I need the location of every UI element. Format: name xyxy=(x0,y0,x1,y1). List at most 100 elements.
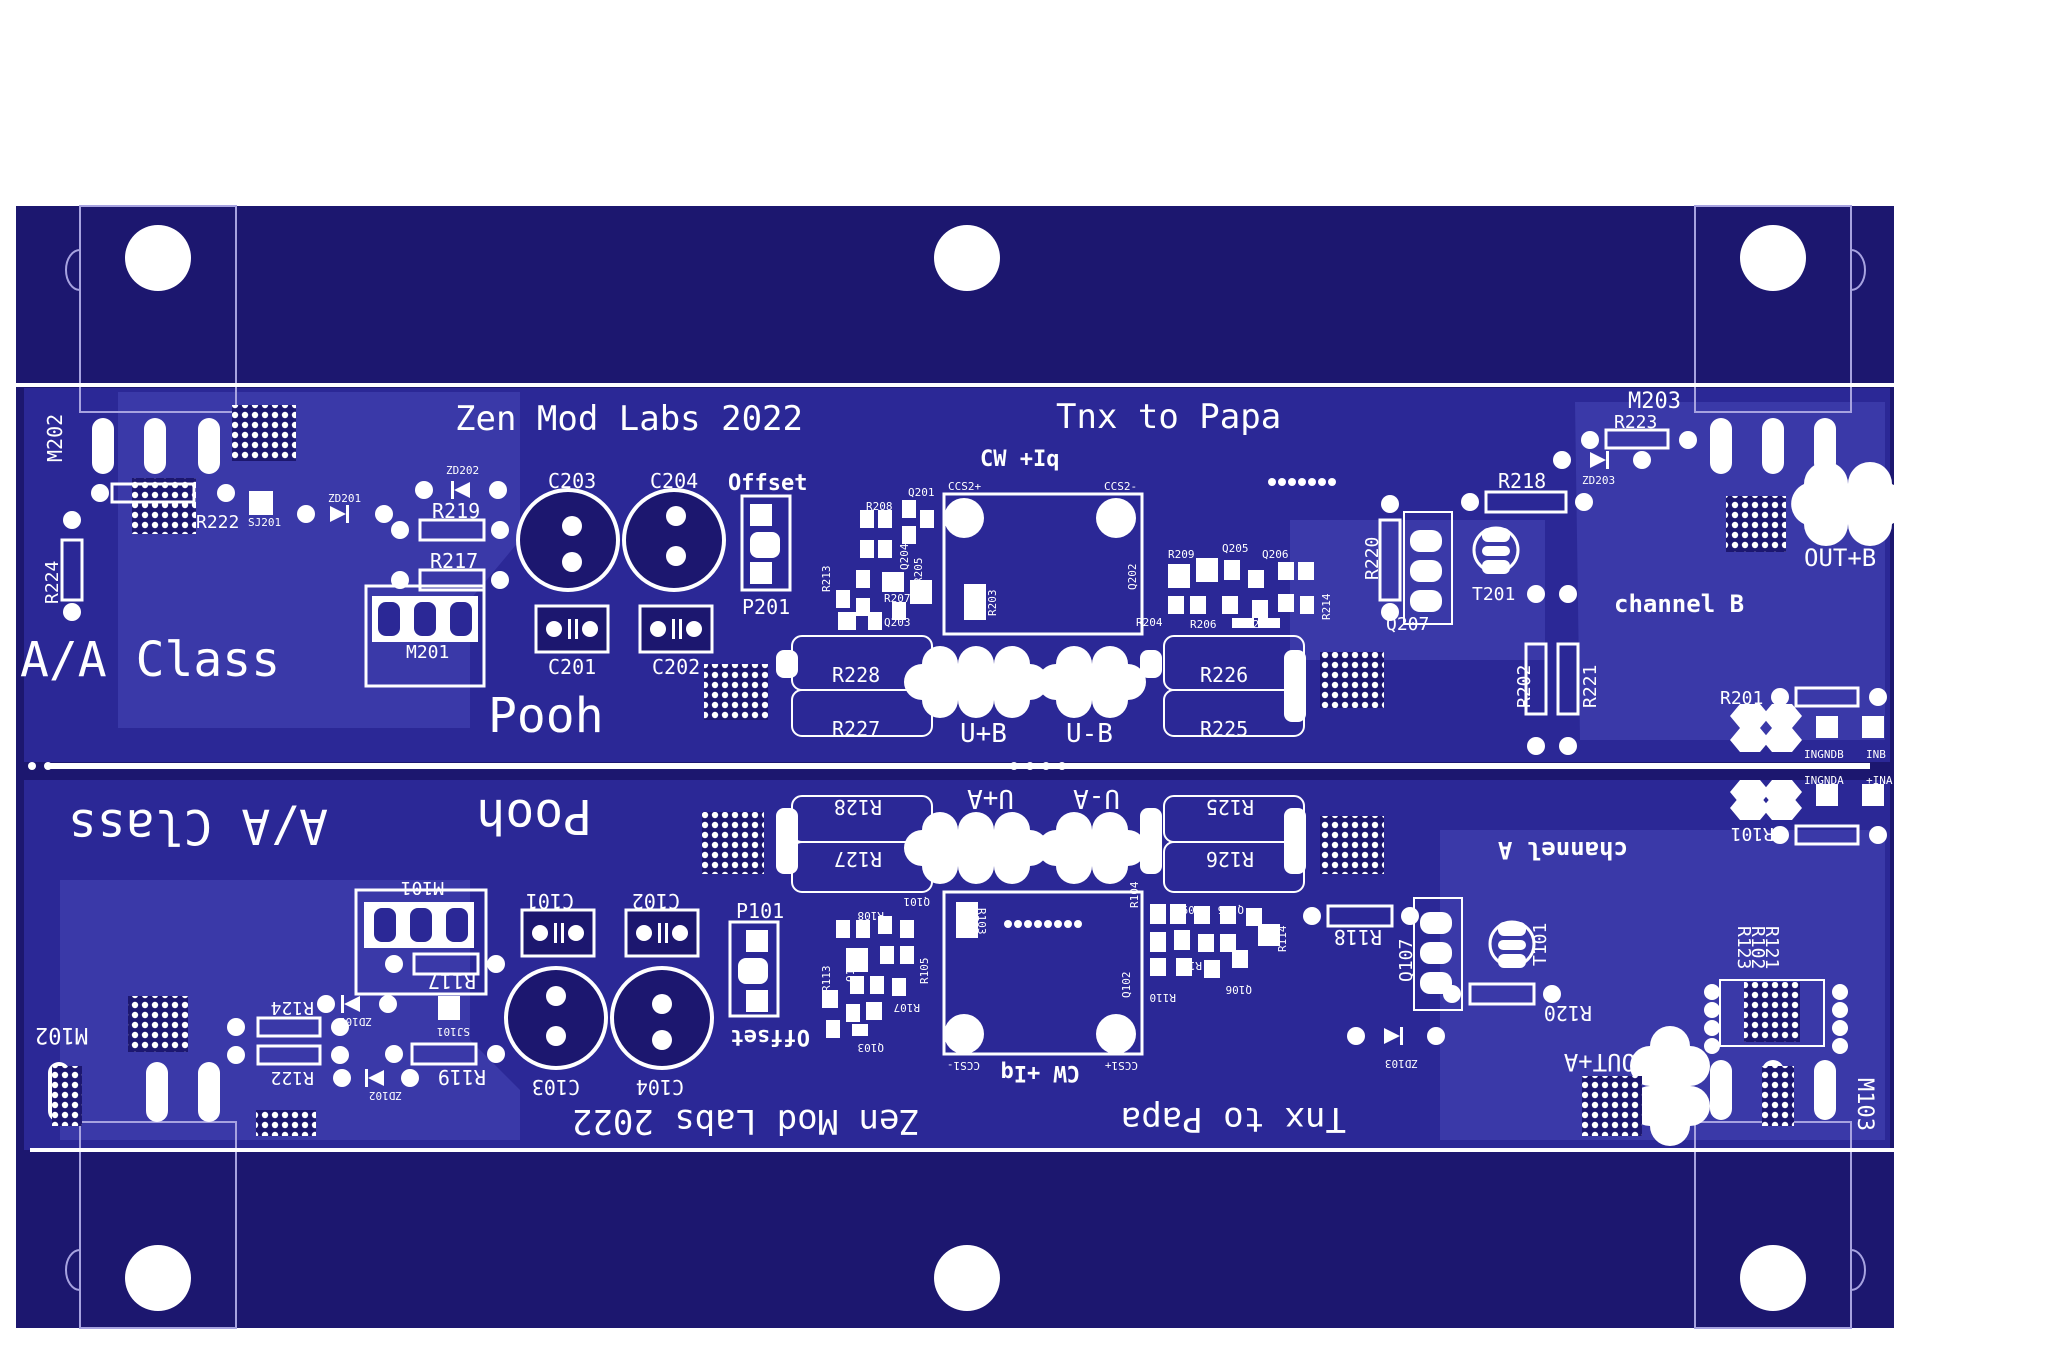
ref-q204: Q204 xyxy=(898,543,911,570)
trimpot-p101 xyxy=(728,920,780,1018)
ref-m203: M203 xyxy=(1628,389,1681,414)
ref-r109: R109 xyxy=(1182,903,1209,916)
ref-r219: R219 xyxy=(432,499,480,523)
ref-r122: R122 xyxy=(271,1067,314,1088)
ref-r218: R218 xyxy=(1498,469,1546,493)
via-array xyxy=(702,812,764,874)
ref-q202: Q202 xyxy=(1126,564,1139,591)
resistor-r120 xyxy=(1443,982,1561,1006)
resistor-r201 xyxy=(1771,686,1887,708)
resistor-r224 xyxy=(60,511,84,621)
terminal-u-minus-b xyxy=(1038,646,1146,718)
ref-r101: R101 xyxy=(1731,823,1774,844)
ref-r108: R108 xyxy=(858,909,885,922)
capacitor-c103 xyxy=(504,966,608,1070)
ref-zd102: ZD102 xyxy=(369,1089,402,1102)
ref-sj201: SJ201 xyxy=(248,516,281,529)
ref-r228: R228 xyxy=(832,663,880,687)
solder-jumper-sj101 xyxy=(438,996,460,1020)
ref-t101: T101 xyxy=(1530,923,1551,966)
ref-r220: R220 xyxy=(1362,537,1383,580)
ccs-minus-label-a: CCS1- xyxy=(947,1059,980,1072)
ref-r226: R226 xyxy=(1200,663,1248,687)
terminal-u-minus-a xyxy=(1038,812,1146,884)
ref-r203: R203 xyxy=(986,590,999,617)
via-array xyxy=(132,478,196,534)
via-array xyxy=(256,1110,316,1136)
ref-r223: R223 xyxy=(1614,412,1657,433)
heatsink-bracket-left-bottom xyxy=(65,1121,237,1329)
resistor-r122 xyxy=(227,1044,349,1066)
ccs-module-a xyxy=(942,890,1144,1056)
ref-r113: R113 xyxy=(820,966,833,993)
capacitor-c202 xyxy=(638,604,714,654)
transistor-m202 xyxy=(92,418,220,474)
input-pads-b xyxy=(1730,704,1884,752)
via-array xyxy=(1762,1066,1794,1126)
ccs-plus-label-b: CCS2+ xyxy=(948,480,981,493)
ingnd-label-b: INGNDB xyxy=(1804,748,1844,761)
ref-r128: R128 xyxy=(834,795,882,819)
transistor-q107 xyxy=(1413,897,1463,1011)
ref-q205: Q205 xyxy=(1222,542,1249,555)
via-array xyxy=(1320,816,1384,874)
ref-r214: R214 xyxy=(1320,593,1333,620)
model-label-b: Pooh xyxy=(488,688,604,744)
ref-m101: M101 xyxy=(401,877,444,898)
zener-zd202 xyxy=(415,481,507,499)
offset-label-b: Offset xyxy=(728,471,807,496)
ref-r208: R208 xyxy=(866,500,893,513)
ref-q207: Q207 xyxy=(1386,614,1429,635)
u-minus-label-a: U-A xyxy=(1073,783,1120,813)
zener-zd103 xyxy=(1347,1027,1445,1045)
u-plus-label-b: U+B xyxy=(960,719,1007,749)
ref-c203: C203 xyxy=(548,469,596,493)
ref-c102: C102 xyxy=(632,889,680,913)
ref-q106: Q106 xyxy=(1226,983,1253,996)
copper-pour-b-light xyxy=(118,392,1885,740)
ref-c101: C101 xyxy=(526,889,574,913)
via-array xyxy=(128,996,188,1052)
trimpot-p201 xyxy=(740,494,792,592)
resistor-r222 xyxy=(91,482,235,504)
ref-r106: R106 xyxy=(1176,959,1203,972)
ref-r114: R114 xyxy=(1276,925,1289,952)
out-label-b: OUT+B xyxy=(1804,544,1876,572)
solder-jumper-sj201 xyxy=(249,491,273,515)
ref-r206: R206 xyxy=(1190,618,1217,631)
ref-r120: R120 xyxy=(1544,1001,1592,1025)
ref-m103: M103 xyxy=(1852,1078,1877,1131)
via-array xyxy=(1320,652,1384,708)
ref-zd201: ZD201 xyxy=(328,492,361,505)
transistor-q207 xyxy=(1403,511,1453,625)
resistor-r221 xyxy=(1556,585,1580,755)
smd-cluster-b-left xyxy=(836,500,934,630)
ccs-module-b xyxy=(942,492,1144,636)
resistor-r225 xyxy=(1163,650,1306,737)
ref-r224: R224 xyxy=(42,561,63,604)
via-row xyxy=(1004,920,1082,928)
thanks-label-a: Tnx to Papa xyxy=(1121,1099,1346,1139)
ref-r205: R205 xyxy=(912,558,925,585)
mounting-hole xyxy=(1740,1245,1806,1311)
ref-r213: R213 xyxy=(820,566,833,593)
ref-r117: R117 xyxy=(428,969,476,993)
ref-r105: R105 xyxy=(918,958,931,985)
ref-r124: R124 xyxy=(271,997,314,1018)
resistor-r118 xyxy=(1303,904,1419,928)
ref-r207: R207 xyxy=(884,592,911,605)
heatsink-bracket-left-top xyxy=(65,205,237,413)
ref-r119: R119 xyxy=(438,1065,486,1089)
ref-r204: R204 xyxy=(1136,616,1163,629)
ref-r123: R123 xyxy=(1733,926,1754,969)
resistor-r126 xyxy=(1163,808,1306,893)
ref-r209: R209 xyxy=(1168,548,1195,561)
ref-r202: R202 xyxy=(1514,665,1535,708)
ref-zd203: ZD203 xyxy=(1582,474,1615,487)
transistor-m203 xyxy=(1710,418,1836,474)
ccs-plus-label-a: CCS1+ xyxy=(1105,1059,1138,1072)
in-label-b: INB xyxy=(1866,748,1886,761)
resistor-r219 xyxy=(391,518,509,542)
ref-q107: Q107 xyxy=(1396,939,1417,982)
resistor-r218 xyxy=(1461,490,1593,514)
